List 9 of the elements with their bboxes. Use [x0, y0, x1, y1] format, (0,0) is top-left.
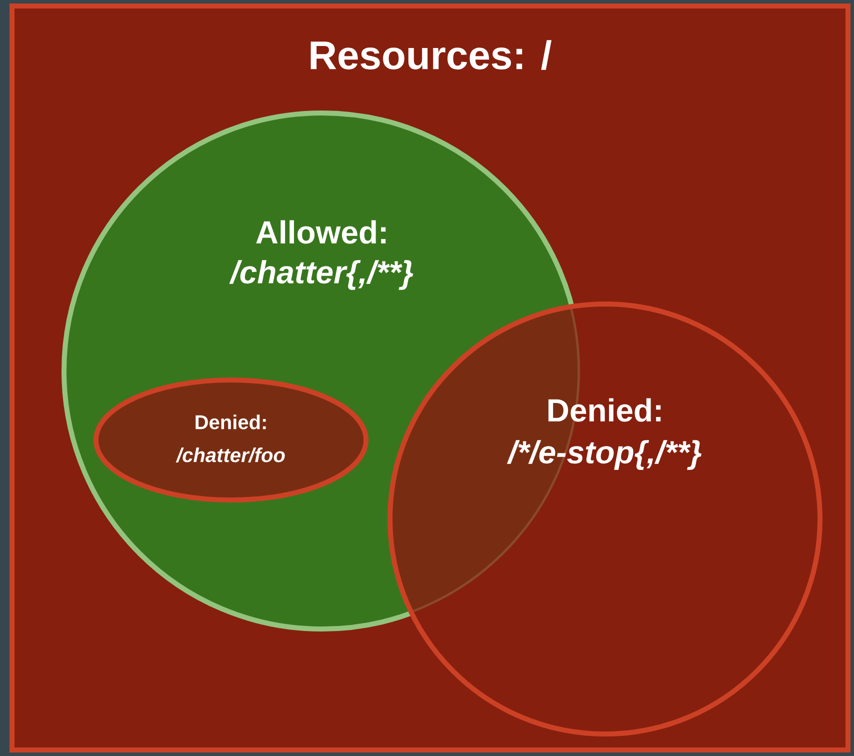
- path-text: /*/e-stop{,/**}: [506, 440, 702, 470]
- path-text: /chatter{,/**}: [229, 260, 414, 290]
- path-text: /chatter/foo: [176, 448, 285, 462]
- heading-text: Denied:: [196, 414, 266, 430]
- venn-circle: [388, 302, 822, 736]
- heading-text: Allowed:: [256, 220, 386, 244]
- heading-text: Denied:: [548, 398, 661, 422]
- venn-ellipse: [94, 378, 368, 502]
- heading-text: Resources: /: [310, 40, 552, 70]
